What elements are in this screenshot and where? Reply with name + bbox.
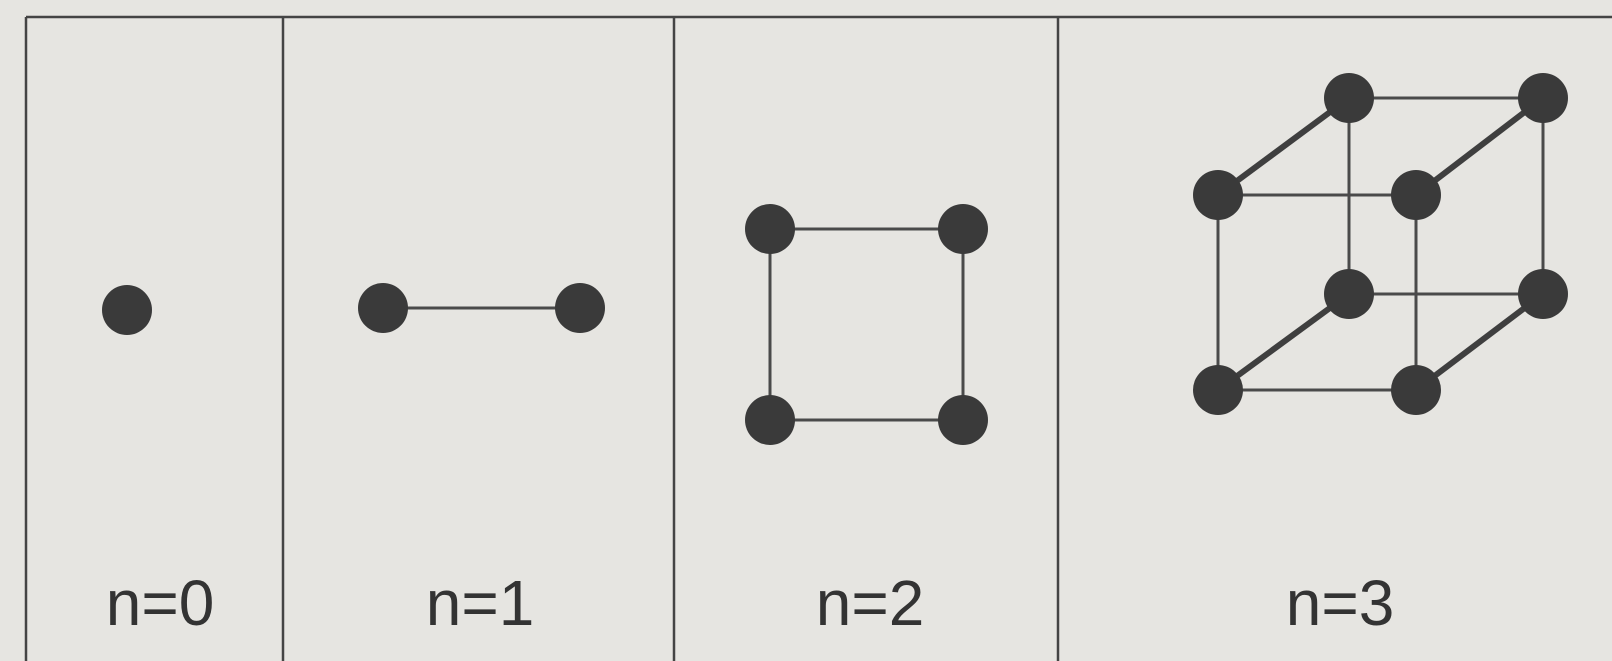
- vertex: [745, 204, 795, 254]
- vertex: [1518, 269, 1568, 319]
- panel-label-n2: n=2: [816, 567, 925, 639]
- vertex: [938, 204, 988, 254]
- vertex: [1391, 365, 1441, 415]
- vertex: [555, 283, 605, 333]
- edge: [1216, 291, 1351, 393]
- vertex: [1518, 73, 1568, 123]
- vertex: [1324, 269, 1374, 319]
- panel-n3: n=3: [1193, 73, 1568, 639]
- vertex: [745, 395, 795, 445]
- figure-frame: [24, 15, 1612, 661]
- panel-n0: n=0: [102, 285, 214, 639]
- vertex: [1391, 170, 1441, 220]
- panel-label-n1: n=1: [426, 567, 535, 639]
- edge: [1414, 291, 1545, 393]
- panel-n2: n=2: [745, 204, 988, 639]
- vertex: [1324, 73, 1374, 123]
- panel-label-n3: n=3: [1286, 567, 1395, 639]
- edge: [1414, 95, 1545, 198]
- vertex: [358, 283, 408, 333]
- panel-n1: n=1: [358, 283, 605, 639]
- vertex: [1193, 170, 1243, 220]
- vertex: [938, 395, 988, 445]
- vertex: [1193, 365, 1243, 415]
- vertex: [102, 285, 152, 335]
- edge: [1216, 95, 1351, 198]
- panel-label-n0: n=0: [106, 567, 215, 639]
